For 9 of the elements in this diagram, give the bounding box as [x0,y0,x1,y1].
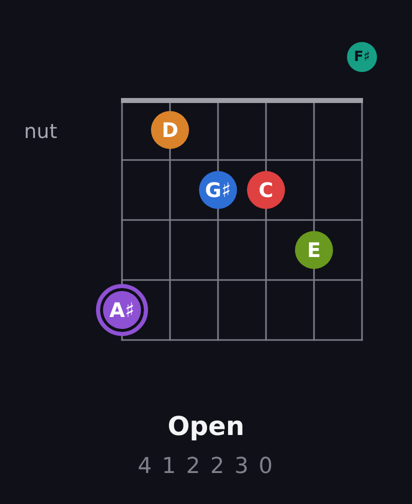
note-dot: G♯ [199,171,237,209]
root-note-dot: A♯ [96,284,148,336]
nut-label: nut [24,118,58,144]
chord-title: Open [168,411,244,443]
note-dot: E [295,231,333,269]
fingering-numbers: 4 1 2 2 3 0 [138,454,274,480]
note-dot: D [151,111,189,149]
note-dot: C [247,171,285,209]
open-string-dot: F♯ [347,42,377,72]
